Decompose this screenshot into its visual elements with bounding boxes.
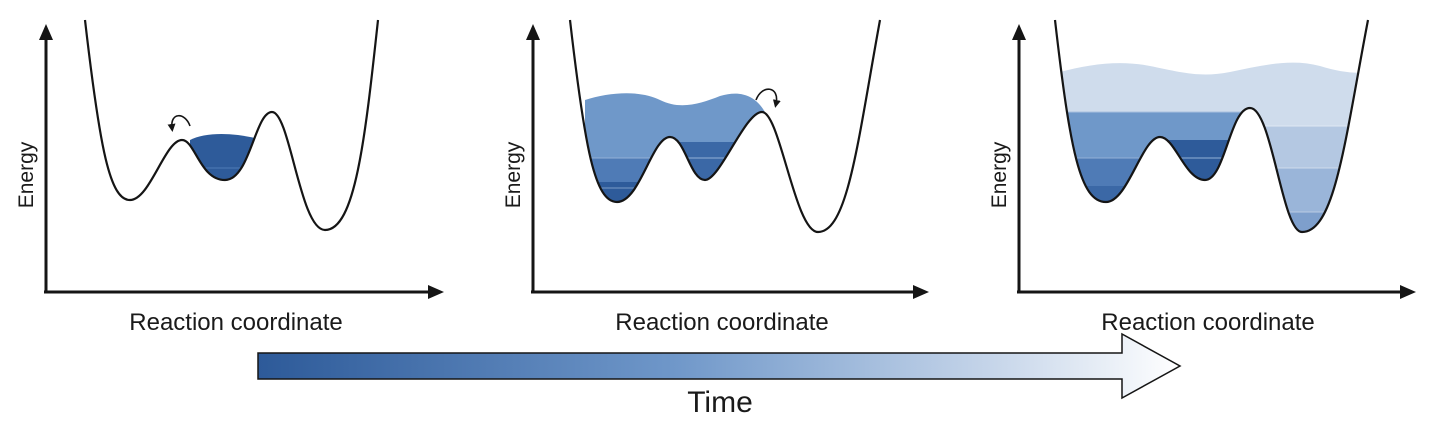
panel-2-x-arrowhead [913, 285, 929, 299]
time-arrow: Time [257, 332, 1182, 419]
panel-3-left-darkest [1060, 186, 1160, 232]
panel-3-fill [1060, 62, 1368, 232]
panel-3-center-dark-fill [1160, 140, 1252, 232]
time-arrow-shape [257, 332, 1182, 400]
panel-3-right-layer-3 [1250, 212, 1368, 232]
panel-3-xlabel: Reaction coordinate [1101, 309, 1314, 336]
panel-2-fill [585, 93, 765, 232]
panel-3: Energy Reaction coordinate [988, 19, 1416, 336]
panel-2-xlabel: Reaction coordinate [615, 309, 828, 336]
panel-1-x-arrowhead [428, 285, 444, 299]
panel-3-right-layer-2 [1250, 168, 1368, 232]
panel-1-energy-curve [83, 19, 380, 232]
panel-3-left-dark-fill [1060, 158, 1252, 232]
panel-1-hop-arrow [167, 114, 191, 132]
panel-2-hop-arrow [755, 88, 781, 108]
panel-2-y-arrowhead [526, 24, 540, 40]
panel-3-energy-curve [1053, 19, 1370, 234]
panel-2-dark-mid [668, 142, 748, 202]
panel-2-energy-curve [568, 19, 882, 234]
panel-3-ylabel: Energy [988, 141, 1011, 208]
panel-2-ylabel: Energy [502, 141, 525, 208]
panel-3-y-arrowhead [1012, 24, 1026, 40]
panel-1-ylabel: Energy [15, 141, 38, 208]
time-label: Time [687, 386, 753, 419]
panel-1-xlabel: Reaction coordinate [129, 309, 342, 336]
panel-2: Energy Reaction coordinate [502, 19, 929, 336]
panel-3-x-arrowhead [1400, 285, 1416, 299]
panel-1: Energy Reaction coordinate [15, 19, 444, 336]
panel-1-y-arrowhead [39, 24, 53, 40]
